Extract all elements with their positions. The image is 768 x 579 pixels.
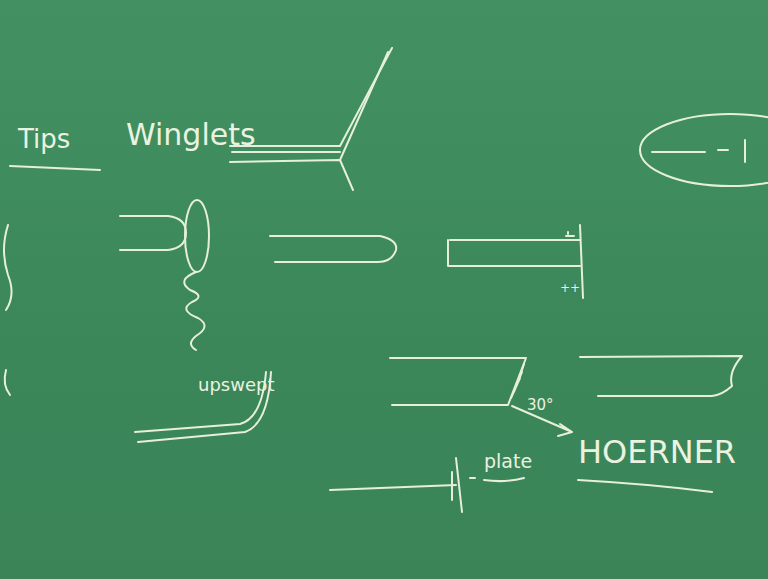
- heading-text: Tips: [18, 126, 70, 152]
- heading-text: Winglets: [126, 120, 256, 150]
- underline: [484, 478, 524, 481]
- sketch-label: upswept: [198, 376, 275, 394]
- wing-tip-sketch: [270, 236, 396, 262]
- partial-curve: [5, 370, 10, 395]
- end-plate: [580, 225, 583, 298]
- pressure-mark: [566, 232, 574, 236]
- planform-sketch: [640, 114, 768, 186]
- plate-wing: [330, 485, 456, 490]
- angle-label: 30°: [527, 398, 554, 413]
- winglet-sketch: [340, 52, 388, 160]
- name-label: HOERNER: [578, 436, 736, 468]
- wing-tip-sketch: [448, 240, 580, 266]
- winglet-sketch: [230, 160, 353, 190]
- plate: [452, 458, 462, 512]
- wing-tip-sketch: [120, 216, 186, 250]
- hatch: [511, 364, 524, 398]
- underline: [578, 480, 712, 492]
- sketch-label: plate: [484, 452, 532, 471]
- underline: [10, 166, 100, 170]
- vortex-sketch: [184, 272, 204, 350]
- planform-sketch: [652, 140, 745, 162]
- dash: [470, 477, 475, 479]
- winglet-sketch: [232, 151, 340, 153]
- cut-tip: [390, 358, 526, 405]
- vortex-sketch: [185, 200, 209, 272]
- pressure-sign: ++: [560, 282, 580, 294]
- partial-curve: [4, 225, 12, 310]
- hoerner-tip: [580, 356, 742, 396]
